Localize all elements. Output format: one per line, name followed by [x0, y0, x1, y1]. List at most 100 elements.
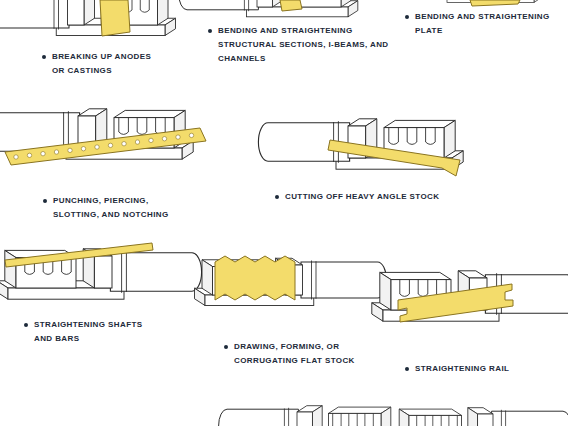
caption: BENDING AND STRAIGHTENING PLATE	[415, 10, 564, 38]
caption: BREAKING UP ANODES OR CASTINGS	[52, 50, 164, 78]
bullet-dot	[275, 195, 279, 199]
press-unit	[179, 0, 358, 17]
press-unit	[392, 408, 568, 426]
block-front	[8, 288, 124, 299]
block-side	[380, 272, 391, 310]
anvil-slot	[333, 413, 341, 426]
punched-hole	[14, 155, 18, 159]
punched-hole	[95, 145, 99, 149]
punched-hole	[54, 150, 58, 154]
punched-hole	[149, 138, 153, 142]
anvil-slot	[389, 128, 399, 145]
casting-piece	[100, 0, 130, 36]
block-side	[165, 18, 176, 35]
caption: BENDING AND STRAIGHTENING STRUCTURAL SEC…	[218, 24, 393, 66]
anvil-slot	[137, 118, 147, 135]
punched-hole	[108, 143, 112, 147]
punched-hole	[176, 135, 180, 139]
block-top	[384, 120, 455, 127]
block-side	[5, 250, 16, 288]
block-front	[257, 0, 272, 7]
anvil-slot	[417, 415, 425, 426]
block-side	[348, 1, 358, 17]
caption: STRAIGHTENING SHAFTS AND BARS	[34, 318, 159, 346]
anvil-slot	[349, 413, 357, 426]
bullet-dot	[208, 29, 212, 33]
block-side	[195, 288, 206, 305]
anvil-slot	[426, 128, 436, 145]
block-side	[341, 0, 351, 7]
rail-piece	[398, 284, 513, 322]
punched-hole	[41, 151, 45, 155]
punched-hole	[135, 140, 139, 144]
block-side	[0, 281, 8, 299]
beam-piece	[280, 0, 302, 11]
punched-hole	[189, 133, 193, 137]
block-top	[329, 407, 391, 413]
block-side	[399, 409, 409, 426]
anvil-slot	[119, 118, 129, 135]
block-side	[468, 408, 478, 426]
punched-hole	[27, 153, 31, 157]
block-front	[94, 256, 112, 288]
cylinder-flange	[122, 251, 127, 293]
plate-piece	[470, 0, 520, 6]
punched-hole	[68, 148, 72, 152]
block-side	[372, 303, 383, 321]
block-front	[297, 412, 312, 426]
anvil-slot	[365, 413, 373, 426]
bullet-dot	[405, 367, 409, 371]
cylinder-flange	[312, 261, 317, 300]
ram-cylinder	[110, 253, 201, 291]
block-top	[380, 272, 451, 279]
bullet-dot	[405, 15, 409, 19]
block-front	[409, 415, 462, 426]
anvil-slot	[433, 415, 441, 426]
corrugated-stock	[215, 256, 295, 300]
angle-stock	[328, 140, 460, 176]
press-unit	[0, 0, 176, 36]
caption: PUNCHING, PIERCING, SLOTTING, AND NOTCHI…	[53, 194, 188, 222]
block-side	[158, 0, 169, 25]
ram-cylinder	[301, 262, 387, 298]
anvil-slot	[156, 118, 166, 135]
block-top	[114, 110, 185, 117]
cylinder-flange	[284, 408, 288, 426]
bullet-dot	[24, 323, 28, 327]
block-front	[478, 414, 493, 426]
punched-hole	[122, 142, 126, 146]
block-front	[329, 413, 382, 426]
caption: DRAWING, FORMING, OR CORRUGATING FLAT ST…	[234, 340, 374, 368]
cylinder-flange	[501, 410, 505, 426]
bullet-dot	[42, 55, 46, 59]
anvil-slot	[400, 280, 410, 297]
caption: CUTTING OFF HEAVY ANGLE STOCK	[285, 190, 485, 204]
block-side	[84, 0, 95, 25]
ram-cylinder	[492, 411, 568, 426]
cylinder-flange	[244, 0, 248, 11]
caption: STRAIGHTENING RAIL	[415, 362, 564, 376]
press-unit	[219, 406, 398, 426]
anvil-slot	[407, 128, 417, 145]
anvil-slot	[449, 415, 457, 426]
ram-cylinder	[219, 409, 299, 426]
cylinder-flange	[54, 0, 59, 30]
block-front	[68, 0, 85, 25]
shaft-bar	[5, 243, 153, 267]
bullet-dot	[224, 345, 228, 349]
anvil-slot	[140, 0, 149, 12]
punched-strip	[5, 128, 206, 165]
ram-cylinder	[179, 0, 259, 10]
punched-hole	[162, 137, 166, 141]
punched-hole	[81, 147, 85, 151]
block-side	[534, 0, 542, 2]
block-side	[444, 120, 455, 158]
press-unit	[372, 271, 568, 321]
bullet-dot	[43, 199, 47, 203]
block-side	[381, 407, 391, 426]
block-side	[312, 406, 322, 426]
block-top	[399, 409, 461, 415]
block-side	[202, 260, 213, 295]
anvil-slot	[418, 280, 428, 297]
